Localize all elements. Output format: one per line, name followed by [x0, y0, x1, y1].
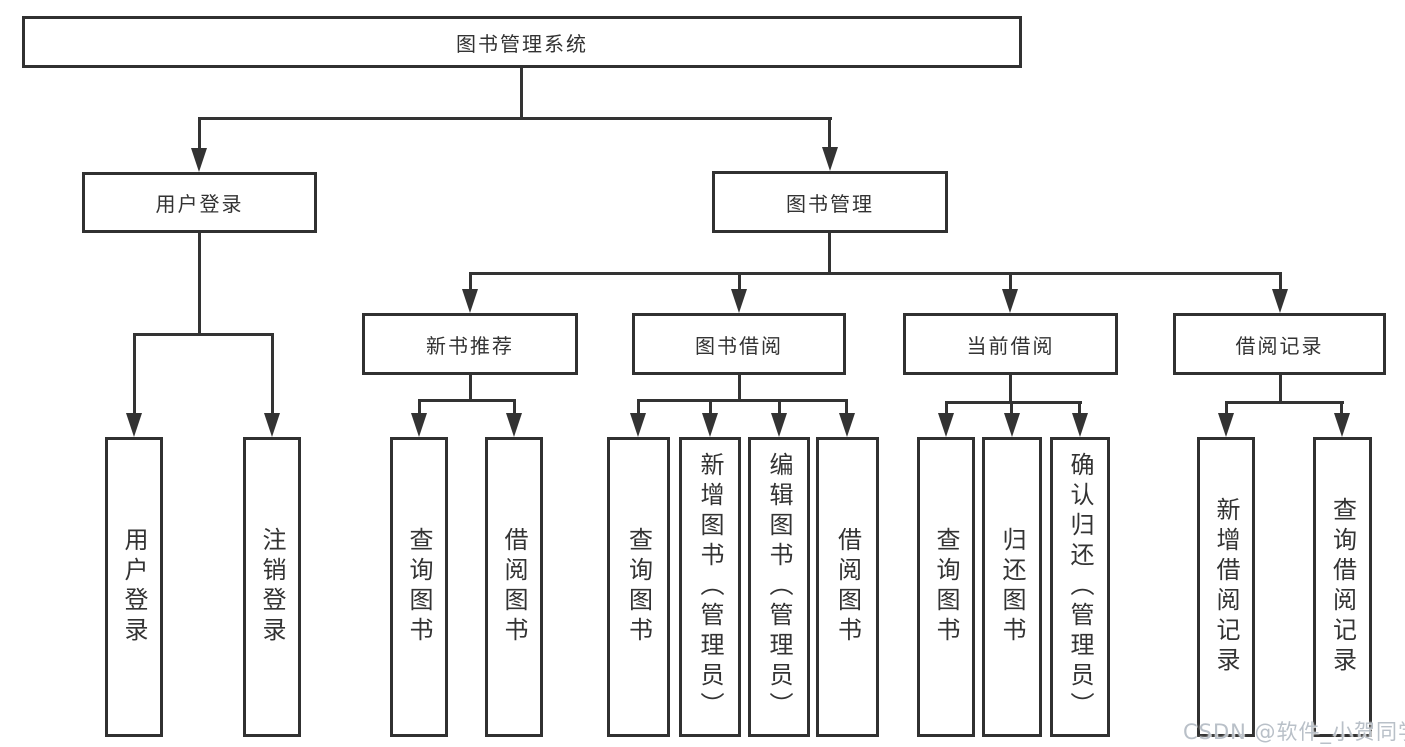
connector-line: [198, 233, 201, 335]
connector-line: [1009, 375, 1012, 404]
connector-line: [828, 117, 831, 157]
node-book-borrow: 图书借阅: [632, 313, 846, 375]
connector-arrow: [702, 413, 718, 437]
connector-arrow: [731, 289, 747, 313]
leaf-query-borrow-record: 查询借阅记录: [1313, 437, 1372, 737]
connector-line: [469, 272, 472, 294]
connector-line: [198, 117, 832, 120]
connector-arrow: [126, 413, 142, 437]
connector-arrow: [506, 413, 522, 437]
leaf-query-books-current: 查询图书: [917, 437, 975, 737]
leaf-edit-book-admin: 编辑图书（管理员）: [748, 437, 810, 737]
leaf-add-book-admin: 新增图书（管理员）: [679, 437, 741, 737]
connector-line: [738, 272, 741, 294]
connector-arrow: [822, 147, 838, 171]
connector-arrow: [1072, 413, 1088, 437]
watermark: CSDN @软件_小贺同学: [1183, 720, 1405, 744]
connector-line: [469, 272, 1282, 275]
connector-arrow: [411, 413, 427, 437]
node-current-borrow: 当前借阅: [903, 313, 1118, 375]
connector-line: [709, 399, 712, 417]
leaf-borrow-books: 借阅图书: [816, 437, 879, 737]
connector-arrow: [1334, 413, 1350, 437]
connector-line: [845, 399, 848, 417]
node-user-login: 用户登录: [82, 172, 317, 233]
connector-line: [418, 399, 421, 417]
connector-line: [1078, 401, 1081, 417]
connector-line: [133, 333, 136, 421]
connector-line: [1279, 272, 1282, 294]
leaf-logout: 注销登录: [243, 437, 301, 737]
connector-line: [1279, 375, 1282, 404]
connector-arrow: [839, 413, 855, 437]
connector-arrow: [1218, 413, 1234, 437]
leaf-borrow-books-recommend: 借阅图书: [485, 437, 543, 737]
leaf-add-borrow-record: 新增借阅记录: [1197, 437, 1255, 737]
connector-arrow: [771, 413, 787, 437]
node-borrow-records: 借阅记录: [1173, 313, 1386, 375]
leaf-query-books-recommend: 查询图书: [390, 437, 448, 737]
connector-line: [133, 333, 274, 336]
connector-line: [945, 401, 1082, 404]
connector-line: [945, 401, 948, 417]
connector-arrow: [191, 148, 207, 172]
connector-line: [1340, 401, 1343, 417]
connector-line: [778, 399, 781, 417]
connector-arrow: [462, 289, 478, 313]
connector-arrow: [938, 413, 954, 437]
connector-line: [828, 233, 831, 275]
connector-line: [1225, 401, 1228, 417]
node-new-book-recommend: 新书推荐: [362, 313, 578, 375]
connector-arrow: [264, 413, 280, 437]
connector-arrow: [630, 413, 646, 437]
leaf-return-book: 归还图书: [982, 437, 1042, 737]
connector-line: [198, 117, 201, 157]
connector-line: [1225, 401, 1344, 404]
node-book-management: 图书管理: [712, 171, 948, 233]
connector-line: [271, 333, 274, 421]
leaf-confirm-return-admin: 确认归还（管理员）: [1050, 437, 1110, 737]
connector-line: [520, 68, 523, 120]
connector-line: [637, 399, 848, 402]
leaf-query-books-borrow: 查询图书: [607, 437, 670, 737]
connector-arrow: [1272, 289, 1288, 313]
connector-line: [418, 399, 516, 402]
connector-line: [738, 375, 741, 402]
connector-arrow: [1002, 289, 1018, 313]
connector-arrow: [1004, 413, 1020, 437]
connector-line: [1009, 272, 1012, 294]
connector-line: [637, 399, 640, 417]
connector-line: [513, 399, 516, 417]
leaf-user-login: 用户登录: [105, 437, 163, 737]
connector-line: [1010, 401, 1013, 417]
connector-line: [469, 375, 472, 402]
node-root: 图书管理系统: [22, 16, 1022, 68]
